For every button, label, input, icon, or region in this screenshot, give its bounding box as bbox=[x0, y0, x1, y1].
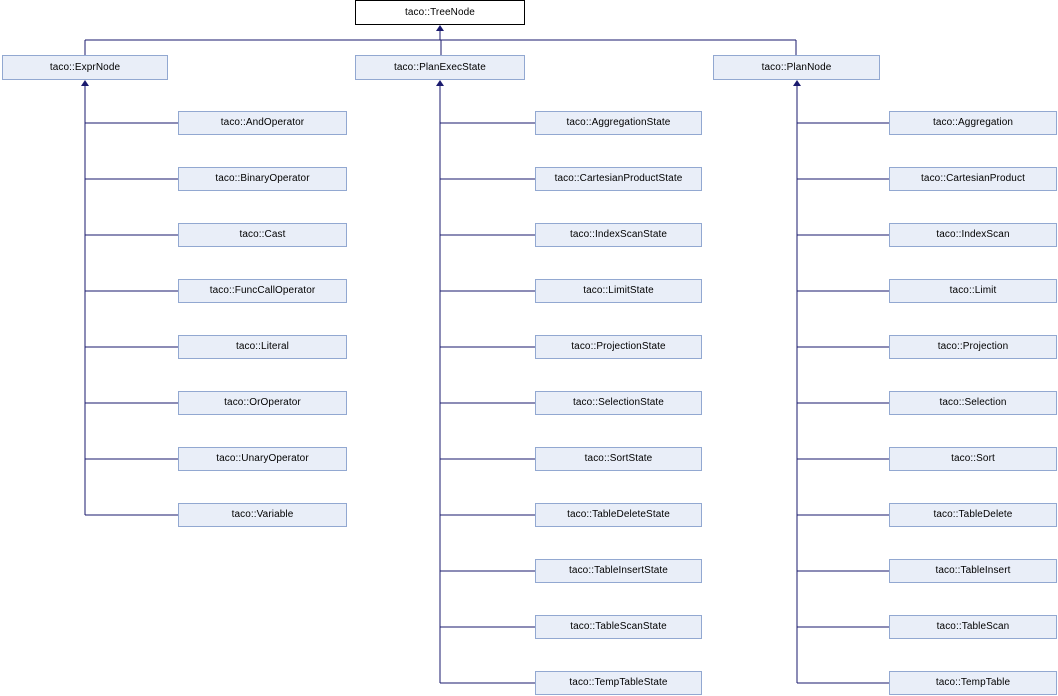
class-node-table-scan[interactable]: taco::TableScan bbox=[889, 615, 1057, 639]
node-label: taco::Projection bbox=[937, 341, 1009, 352]
node-label: taco::ProjectionState bbox=[571, 341, 666, 352]
class-node-expr-node[interactable]: taco::ExprNode bbox=[2, 55, 168, 80]
node-label: taco::Sort bbox=[951, 453, 995, 464]
class-node-temp-table-state[interactable]: taco::TempTableState bbox=[535, 671, 702, 695]
class-node-literal[interactable]: taco::Literal bbox=[178, 335, 347, 359]
node-label: taco::Variable bbox=[231, 509, 294, 520]
class-node-sort-state[interactable]: taco::SortState bbox=[535, 447, 702, 471]
node-label: taco::Selection bbox=[939, 397, 1007, 408]
class-node-unary-operator[interactable]: taco::UnaryOperator bbox=[178, 447, 347, 471]
class-node-limit[interactable]: taco::Limit bbox=[889, 279, 1057, 303]
class-node-binary-operator[interactable]: taco::BinaryOperator bbox=[178, 167, 347, 191]
inheritance-arrow-planexecstate bbox=[436, 80, 444, 86]
class-node-table-insert[interactable]: taco::TableInsert bbox=[889, 559, 1057, 583]
node-label: taco::TableInsertState bbox=[569, 565, 668, 576]
node-label: taco::CartesianProductState bbox=[554, 173, 683, 184]
class-node-variable[interactable]: taco::Variable bbox=[178, 503, 347, 527]
node-label: taco::SelectionState bbox=[573, 397, 664, 408]
class-node-projection[interactable]: taco::Projection bbox=[889, 335, 1057, 359]
class-node-and-operator[interactable]: taco::AndOperator bbox=[178, 111, 347, 135]
node-label: taco::TableScan bbox=[936, 621, 1010, 632]
node-label: taco::CartesianProduct bbox=[921, 173, 1025, 184]
node-label: taco::IndexScanState bbox=[569, 229, 668, 240]
node-label: taco::IndexScan bbox=[936, 229, 1010, 240]
node-label: taco::Cast bbox=[239, 229, 286, 240]
node-label: taco::Limit bbox=[949, 285, 997, 296]
node-label: taco::TableDeleteState bbox=[567, 509, 670, 520]
class-node-projection-state[interactable]: taco::ProjectionState bbox=[535, 335, 702, 359]
class-node-func-call-operator[interactable]: taco::FuncCallOperator bbox=[178, 279, 347, 303]
class-node-temp-table[interactable]: taco::TempTable bbox=[889, 671, 1057, 695]
node-label: taco::PlanNode bbox=[761, 61, 832, 73]
inheritance-arrow-plannode bbox=[793, 80, 801, 86]
class-node-aggregation-state[interactable]: taco::AggregationState bbox=[535, 111, 702, 135]
node-label: taco::BinaryOperator bbox=[215, 173, 310, 184]
class-node-tree-node[interactable]: taco::TreeNode bbox=[355, 0, 525, 25]
node-label: taco::PlanExecState bbox=[394, 61, 486, 73]
node-label: taco::AggregationState bbox=[566, 117, 671, 128]
class-node-plan-exec-state[interactable]: taco::PlanExecState bbox=[355, 55, 525, 80]
node-label: taco::Literal bbox=[236, 341, 289, 352]
class-node-table-delete[interactable]: taco::TableDelete bbox=[889, 503, 1057, 527]
node-label: taco::FuncCallOperator bbox=[209, 285, 316, 296]
node-label: taco::AndOperator bbox=[220, 117, 305, 128]
node-label: taco::SortState bbox=[584, 453, 653, 464]
class-node-table-insert-state[interactable]: taco::TableInsertState bbox=[535, 559, 702, 583]
node-label: taco::TableScanState bbox=[570, 621, 667, 632]
class-node-limit-state[interactable]: taco::LimitState bbox=[535, 279, 702, 303]
node-label: taco::LimitState bbox=[583, 285, 654, 296]
class-node-cartesian-product-state[interactable]: taco::CartesianProductState bbox=[535, 167, 702, 191]
class-node-table-scan-state[interactable]: taco::TableScanState bbox=[535, 615, 702, 639]
node-label: taco::ExprNode bbox=[49, 61, 121, 73]
class-node-index-scan-state[interactable]: taco::IndexScanState bbox=[535, 223, 702, 247]
class-node-index-scan[interactable]: taco::IndexScan bbox=[889, 223, 1057, 247]
node-label: taco::TableInsert bbox=[935, 565, 1011, 576]
node-label: taco::TreeNode bbox=[405, 6, 475, 18]
class-node-cartesian-product[interactable]: taco::CartesianProduct bbox=[889, 167, 1057, 191]
class-node-plan-node[interactable]: taco::PlanNode bbox=[713, 55, 880, 80]
inheritance-arrow-root bbox=[436, 25, 444, 31]
inheritance-arrow-exprnode bbox=[81, 80, 89, 86]
class-node-cast[interactable]: taco::Cast bbox=[178, 223, 347, 247]
node-label: taco::TempTable bbox=[935, 677, 1011, 688]
class-node-table-delete-state[interactable]: taco::TableDeleteState bbox=[535, 503, 702, 527]
node-label: taco::TempTableState bbox=[569, 677, 668, 688]
class-node-selection-state[interactable]: taco::SelectionState bbox=[535, 391, 702, 415]
class-node-selection[interactable]: taco::Selection bbox=[889, 391, 1057, 415]
node-label: taco::OrOperator bbox=[224, 397, 301, 408]
node-label: taco::UnaryOperator bbox=[216, 453, 309, 464]
node-label: taco::Aggregation bbox=[932, 117, 1014, 128]
node-label: taco::TableDelete bbox=[933, 509, 1013, 520]
class-node-aggregation[interactable]: taco::Aggregation bbox=[889, 111, 1057, 135]
class-node-or-operator[interactable]: taco::OrOperator bbox=[178, 391, 347, 415]
class-node-sort[interactable]: taco::Sort bbox=[889, 447, 1057, 471]
